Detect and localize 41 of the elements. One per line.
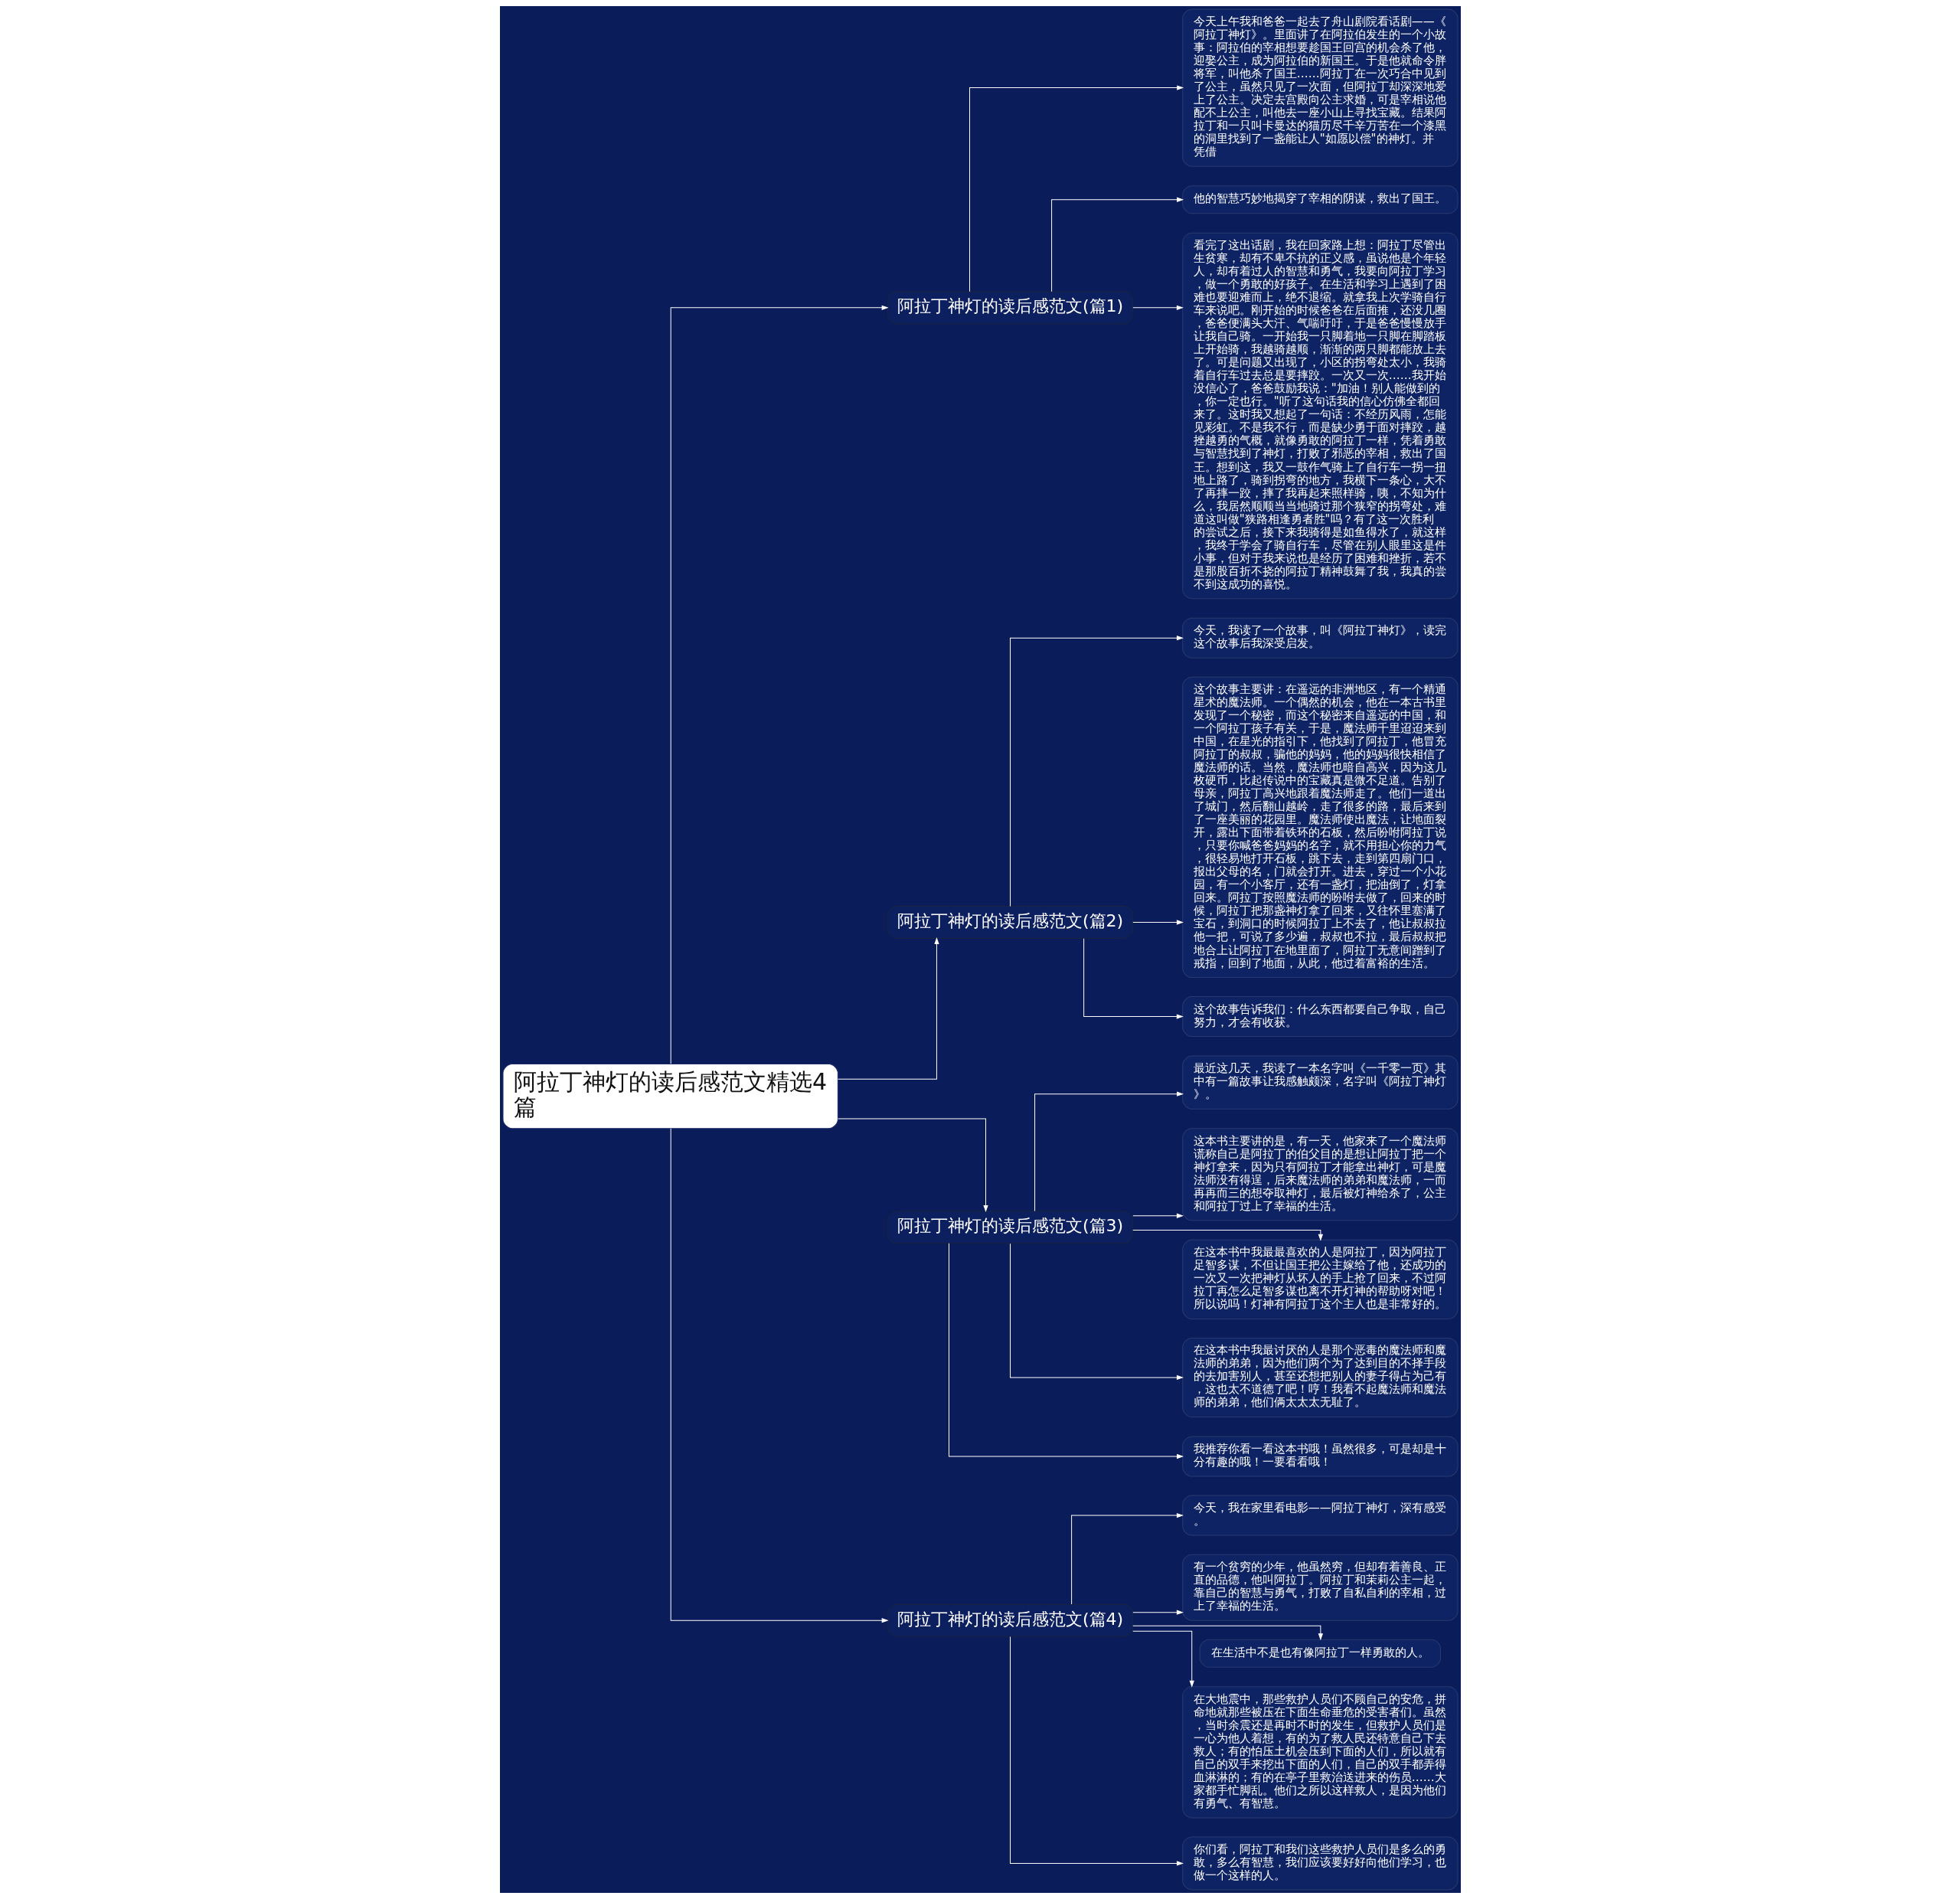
- node-box: 这个故事告诉我们：什么东西都要自己争取，自己努力，才会有收获。: [1181, 996, 1458, 1038]
- node-box: 阿拉丁神灯的读后感范文(篇1): [887, 291, 1133, 325]
- node-box: 最近这几天，我读了一本名字叫《一千零一页》其中有一篇故事让我感触颇深，名字叫《阿拉丁神灯》。: [1181, 1055, 1458, 1110]
- arrow: [670, 1128, 888, 1623]
- arrow: [1132, 1213, 1183, 1218]
- arrow: [1009, 1243, 1183, 1380]
- arrow: [837, 938, 939, 1080]
- arrow: [1034, 1091, 1183, 1211]
- node-box: 你们看，阿拉丁和我们这些救护人员们是多么的勇敢，多么有智慧，我们应该要好好向他们学习，也做一个这样的人。: [1181, 1836, 1458, 1891]
- node-box: 阿拉丁神灯的读后感范文精选4篇: [502, 1064, 838, 1129]
- arrow: [969, 85, 1183, 293]
- node-box: 今天，我在家里看电影——阿拉丁神灯，深有感受。: [1181, 1495, 1458, 1536]
- node-box: 在这本书中我最讨厌的人是那个恶毒的魔法师和魔法师的弟弟，因为他们两个为了达到目的不择手段的去加害别人，甚至还想把别人的妻子得占为己有，这也太不道德了吧！哼！我看不起魔法师和魔法师的弟弟，他们俩太太太无耻了。: [1181, 1337, 1458, 1417]
- arrow: [1132, 1630, 1194, 1687]
- arrow: [1132, 305, 1183, 310]
- arrow: [1050, 197, 1183, 293]
- arrow: [1009, 636, 1183, 907]
- arrow: [1070, 1513, 1183, 1605]
- arrow: [1132, 1230, 1323, 1240]
- node-box: 阿拉丁神灯的读后感范文(篇2): [887, 905, 1133, 939]
- node-box: 有一个贫穷的少年，他虽然穷，但却有着善良、正直的品德，他叫阿拉丁。阿拉丁和茉莉公主一起，靠自己的智慧与勇气，打败了自私自利的宰相，过上了幸福的生活。: [1181, 1554, 1458, 1621]
- node-box: 阿拉丁神灯的读后感范文(篇4): [887, 1603, 1133, 1637]
- node-box: 在生活中不是也有像阿拉丁一样勇敢的人。: [1199, 1639, 1441, 1668]
- arrow: [1083, 938, 1183, 1019]
- node-box: 他的智慧巧妙地揭穿了宰相的阴谋，救出了国王。: [1181, 185, 1458, 214]
- node-box: 阿拉丁神灯的读后感范文(篇3): [887, 1211, 1133, 1244]
- node-box: 今天，我读了一个故事，叫《阿拉丁神灯》，读完这个故事后我深受启发。: [1181, 617, 1458, 659]
- node-box: 这个故事主要讲：在遥远的非洲地区，有一个精通星术的魔法师。一个偶然的机会，他在一本古书里发现了一个秘密，而这个秘密来自遥远的中国，和一个阿拉丁孩子有关，于是，魔法师千里迢迢来到中国，在星光的指引下，他找到了阿拉丁，他冒充阿拉丁的叔叔，骗他的妈妈，他的妈妈很快相信了魔法师的话。当然，魔法师也暗自高兴，因为这几枚硬币，比起传说中的宝藏真是微不足道。告别了母亲，阿拉丁高兴地跟着魔法师走了。他们一道出了城门，然后翻山越岭，走了很多的路，最后来到了一座美丽的花园里。魔法师使出魔法，让地面裂开，露出下面带着铁环的石板，然后吩咐阿拉丁说，只要你喊爸爸妈妈的名字，就不用担心你的力气，很轻易地打开石板，跳下去，走到第四扇门口，报出父母的名，门就会打开。进去，穿过一个小花园，有一个小客厅，还有一盏灯，把油倒了，灯拿回来。阿拉丁按照魔法师的吩咐去做了，回来的时候，阿拉丁把那盏神灯拿了回来，又往怀里塞满了宝石，到洞口的时候阿拉丁上不去了，他让叔叔拉他一把，可说了多少遍，叔叔也不拉，最后叔叔把地合上让阿拉丁在地里面了，阿拉丁无意间蹭到了戒指，回到了地面，从此，他过着富裕的生活。: [1181, 676, 1458, 979]
- node-box: 今天上午我和爸爸一起去了舟山剧院看话剧——《阿拉丁神灯》。里面讲了在阿拉伯发生的一个小故事：阿拉伯的宰相想要趁国王回宫的机会杀了他，迎娶公主，成为阿拉伯的新国王。于是他就命令胖将军，叫他杀了国王……阿拉丁在一次巧合中见到了公主，虽然只见了一次面，但阿拉丁却深深地爱上了公主。决定去宫殿向公主求婚，可是宰相说他配不上公主，叫他去一座小山上寻找宝藏。结果阿拉丁和一只叫卡曼达的猫历尽千辛万苦在一个漆黑的洞里找到了一盏能让人"如愿以偿"的神灯。并凭借: [1181, 8, 1458, 167]
- arrow: [670, 305, 888, 1064]
- arrow: [1132, 920, 1183, 925]
- node-box: 我推荐你看一看这本书哦！虽然很多，可是却是十分有趣的哦！一要看看哦！: [1181, 1436, 1458, 1477]
- node-box: 看完了这出话剧，我在回家路上想：阿拉丁尽管出生贫寒，却有不卑不抗的正义感，虽说他是个年轻人，却有着过人的智慧和勇气，我要向阿拉丁学习，做一个勇敢的好孩子。在生活和学习上遇到了困难也要迎难而上，绝不退缩。就拿我上次学骑自行车来说吧。刚开始的时候爸爸在后面推，还没几圈，爸爸便满头大汗、气喘吁吁，于是爸爸慢慢放手让我自己骑。一开始我一只脚着地一只脚在脚踏板上开始骑，我越骑越顺，渐渐的两只脚都能放上去了。可是问题又出现了，小区的拐弯处太小，我骑着自行车过去总是要摔跤。一次又一次……我开始没信心了，爸爸鼓励我说："加油！别人能做到的，你一定也行。"听了这句话我的信心仿佛全都回来了。这时我又想起了一句话：不经历风雨，怎能见彩虹。不是我不行，而是缺少勇于面对摔跤，越挫越勇的气概，就像勇敢的阿拉丁一样，凭着勇敢与智慧找到了神灯，打败了邪恶的宰相，救出了国王。想到这，我又一鼓作气骑上了自行车一拐一扭地上路了，骑到拐弯的地方，我横下一条心，大不了再摔一跤，摔了我再起来照样骑，咦，不知为什么，我居然顺顺当当地骑过那个狭窄的拐弯处，难道这叫做"狭路相逢勇者胜"吗？有了这一次胜利的尝试之后，接下来我骑得是如鱼得水了，就这样，我终于学会了骑自行车，尽管在别人眼里这是件小事，但对于我来说也是经历了困难和挫折，若不是那股百折不挠的阿拉丁精神鼓舞了我，我真的尝不到这成功的喜悦。: [1181, 232, 1458, 600]
- arrow: [1132, 1625, 1323, 1640]
- node-box: 这本书主要讲的是，有一天，他家来了一个魔法师谎称自己是阿拉丁的伯父目的是想让阿拉丁把一个神灯拿来，因为只有阿拉丁才能拿出神灯，可是魔法师没有得逞，后来魔法师的弟弟和魔法师，一而再再而三的想夺取神灯，最后被灯神给杀了，公主和阿拉丁过上了幸福的生活。: [1181, 1128, 1458, 1221]
- arrow: [837, 1118, 988, 1212]
- arrow: [948, 1243, 1183, 1459]
- node-box: 在大地震中，那些救护人员们不顾自己的安危，拼命地就那些被压在下面生命垂危的受害者们。虽然，当时余震还是再时不时的发生，但救护人员们是一心为他人着想，有的为了救人民还特意自己下去救人；有的怕压土机会压到下面的人们，所以就有自己的双手来挖出下面的人们，自己的双手都弄得血淋淋的；有的在亭子里救治送进来的伤员……大家都手忙脚乱。他们之所以这样救人，是因为他们有勇气、有智慧。: [1181, 1686, 1458, 1819]
- arrow: [1132, 1610, 1183, 1615]
- arrow: [1009, 1636, 1183, 1866]
- node-box: 在这本书中我最最喜欢的人是阿拉丁，因为阿拉丁足智多谋，不但让国王把公主嫁给了他，还成功的一次又一次把神灯从坏人的手上抢了回来，不过阿拉丁再怎么足智多谋也离不开灯神的帮助呀对吧！所以说吗！灯神有阿拉丁这个主人也是非常好的。: [1181, 1239, 1458, 1319]
